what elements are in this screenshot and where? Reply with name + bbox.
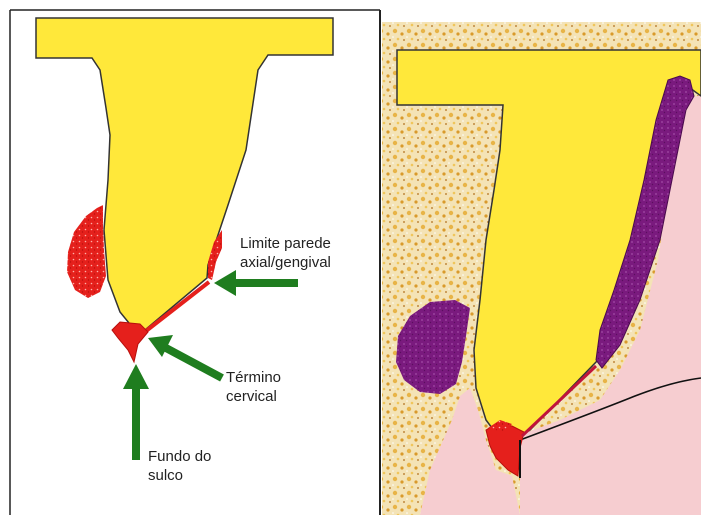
label-limite-parede: Limite parede axial/gengival bbox=[240, 234, 331, 272]
label-fundo-do-sulco: Fundo do sulco bbox=[148, 447, 211, 485]
left-red-blob bbox=[67, 205, 106, 298]
label-termino-line2: cervical bbox=[226, 387, 281, 406]
label-termino-cervical: Término cervical bbox=[226, 368, 281, 406]
label-termino-line1: Término bbox=[226, 368, 281, 387]
right-panel bbox=[382, 22, 701, 515]
arrow-fundo bbox=[123, 364, 149, 460]
label-limite-line2: axial/gengival bbox=[240, 253, 331, 272]
label-fundo-line1: Fundo do bbox=[148, 447, 211, 466]
sulcus-red-tip bbox=[112, 322, 148, 362]
arrow-limite bbox=[214, 270, 298, 296]
label-limite-line1: Limite parede bbox=[240, 234, 331, 253]
label-fundo-line2: sulco bbox=[148, 466, 211, 485]
arrow-termino bbox=[148, 335, 222, 378]
